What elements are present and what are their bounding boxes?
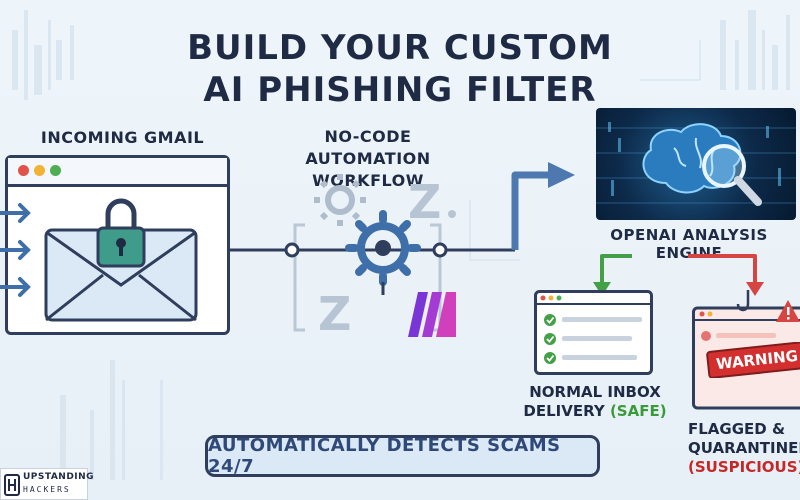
safe-result-label: NORMAL INBOX DELIVERY (SAFE) bbox=[520, 383, 670, 421]
safe-result-line-2: DELIVERY (SAFE) bbox=[520, 402, 670, 421]
incoming-arrows-icon bbox=[0, 203, 31, 297]
gmail-window bbox=[5, 155, 230, 335]
flagged-result-line-1: FLAGGED & bbox=[688, 420, 786, 438]
logo-line-1: UPSTANDING bbox=[23, 472, 95, 482]
brain-magnifier-icon bbox=[596, 122, 796, 206]
flagged-status: (SUSPICIOUS) bbox=[688, 458, 800, 476]
svg-text:Z: Z bbox=[318, 287, 351, 341]
logo-line-2: HACKERS bbox=[23, 485, 71, 494]
safe-status: (SAFE) bbox=[609, 402, 667, 420]
branch-arrows bbox=[593, 254, 764, 296]
title-line-1: BUILD YOUR CUSTOM bbox=[187, 28, 613, 68]
workflow-diagram: Z Z bbox=[230, 162, 575, 341]
safe-inbox-panel bbox=[534, 290, 653, 375]
upstanding-hackers-logo: UPSTANDING HACKERS bbox=[0, 468, 94, 500]
flagged-result-line-2: QUARANTINED bbox=[688, 439, 800, 457]
warning-banner: WARNING bbox=[705, 342, 800, 378]
envelope-lock-icon bbox=[44, 198, 198, 322]
close-dot-icon bbox=[18, 165, 29, 176]
flagged-result-label: FLAGGED & QUARANTINED (SUSPICIOUS) bbox=[682, 420, 800, 477]
incoming-gmail-label: INCOMING GMAIL bbox=[40, 128, 205, 147]
automation-label-line-1: NO-CODE AUTOMATION bbox=[305, 127, 431, 168]
warning-banner-clip: WARNING bbox=[703, 342, 800, 378]
logo-mark-icon bbox=[4, 474, 20, 496]
maximize-dot-icon bbox=[50, 165, 61, 176]
window-titlebar bbox=[8, 158, 227, 187]
minimize-dot-icon bbox=[34, 165, 45, 176]
safe-result-line-1: NORMAL INBOX bbox=[529, 383, 661, 401]
title-line-2: AI PHISHING FILTER bbox=[203, 70, 597, 110]
footer-badge: AUTOMATICALLY DETECTS SCAMS 24/7 bbox=[205, 435, 600, 477]
svg-text:Z: Z bbox=[408, 175, 441, 229]
safe-result-prefix: DELIVERY bbox=[523, 402, 610, 420]
openai-engine-panel bbox=[596, 108, 796, 220]
